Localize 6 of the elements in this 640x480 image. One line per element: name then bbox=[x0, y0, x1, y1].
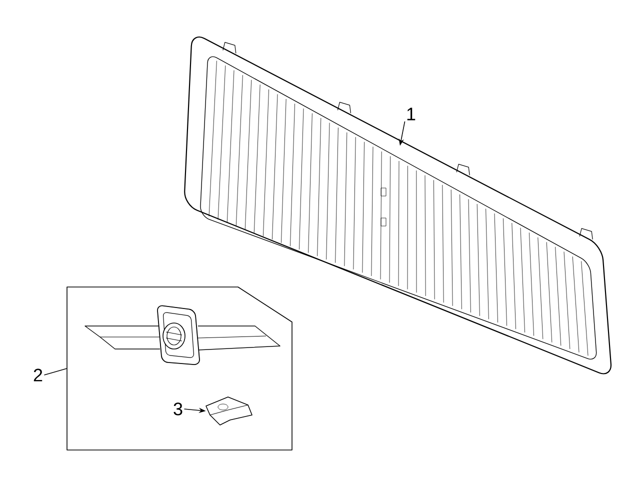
callout-number: 3 bbox=[174, 402, 182, 416]
callout-number: 1 bbox=[407, 108, 416, 120]
clip-drawing bbox=[206, 396, 252, 426]
leader-line bbox=[44, 368, 68, 376]
callout-number: 2 bbox=[34, 368, 42, 382]
grille-drawing bbox=[184, 36, 612, 374]
